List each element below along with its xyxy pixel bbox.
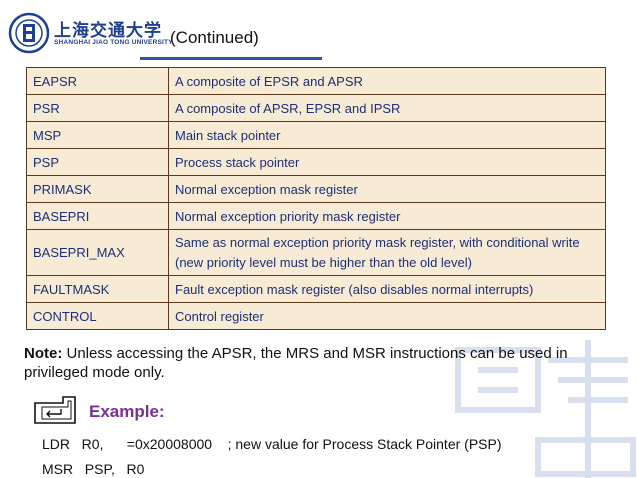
logo-chinese-name: 上海交通大学 xyxy=(54,21,162,41)
register-name-cell: FAULTMASK xyxy=(26,275,169,303)
register-name-cell: PSR xyxy=(26,94,169,122)
register-description-cell: Control register xyxy=(168,302,606,330)
register-description-cell: A composite of APSR, EPSR and IPSR xyxy=(168,94,606,122)
register-name-cell: EAPSR xyxy=(26,67,169,95)
register-name-cell: BASEPRI_MAX xyxy=(26,229,169,276)
register-name-cell: MSP xyxy=(26,121,169,149)
register-description-cell: Normal exception mask register xyxy=(168,175,606,203)
note-text: Unless accessing the APSR, the MRS and M… xyxy=(24,345,568,381)
note-label: Note: xyxy=(24,345,63,362)
register-name-cell: PRIMASK xyxy=(26,175,169,203)
register-description-cell: Same as normal exception priority mask r… xyxy=(168,229,606,276)
university-emblem-icon xyxy=(8,12,50,54)
example-label: Example: xyxy=(89,402,165,421)
return-key-icon xyxy=(34,396,76,424)
register-name-cell: BASEPRI xyxy=(26,202,169,230)
register-description-cell: Process stack pointer xyxy=(168,148,606,176)
register-name-cell: PSP xyxy=(26,148,169,176)
code-line-1: LDR R0, =0x20008000 ; new value for Proc… xyxy=(42,436,502,452)
page-title: (Continued) xyxy=(170,28,259,47)
university-logo: 上海交通大学 SHANGHAI JIAO TONG UNIVERSITY xyxy=(8,12,173,54)
register-description-cell: Fault exception mask register (also disa… xyxy=(168,275,606,303)
logo-english-name: SHANGHAI JIAO TONG UNIVERSITY xyxy=(54,39,173,46)
watermark-building-icon xyxy=(455,340,636,478)
register-description-cell: A composite of EPSR and APSR xyxy=(168,67,606,95)
title-underline xyxy=(140,57,322,60)
register-name-cell: CONTROL xyxy=(26,302,169,330)
code-line-2: MSR PSP, R0 xyxy=(42,461,145,477)
note-paragraph: Note: Unless accessing the APSR, the MRS… xyxy=(24,344,624,382)
register-description-cell: Main stack pointer xyxy=(168,121,606,149)
register-description-cell: Normal exception priority mask register xyxy=(168,202,606,230)
